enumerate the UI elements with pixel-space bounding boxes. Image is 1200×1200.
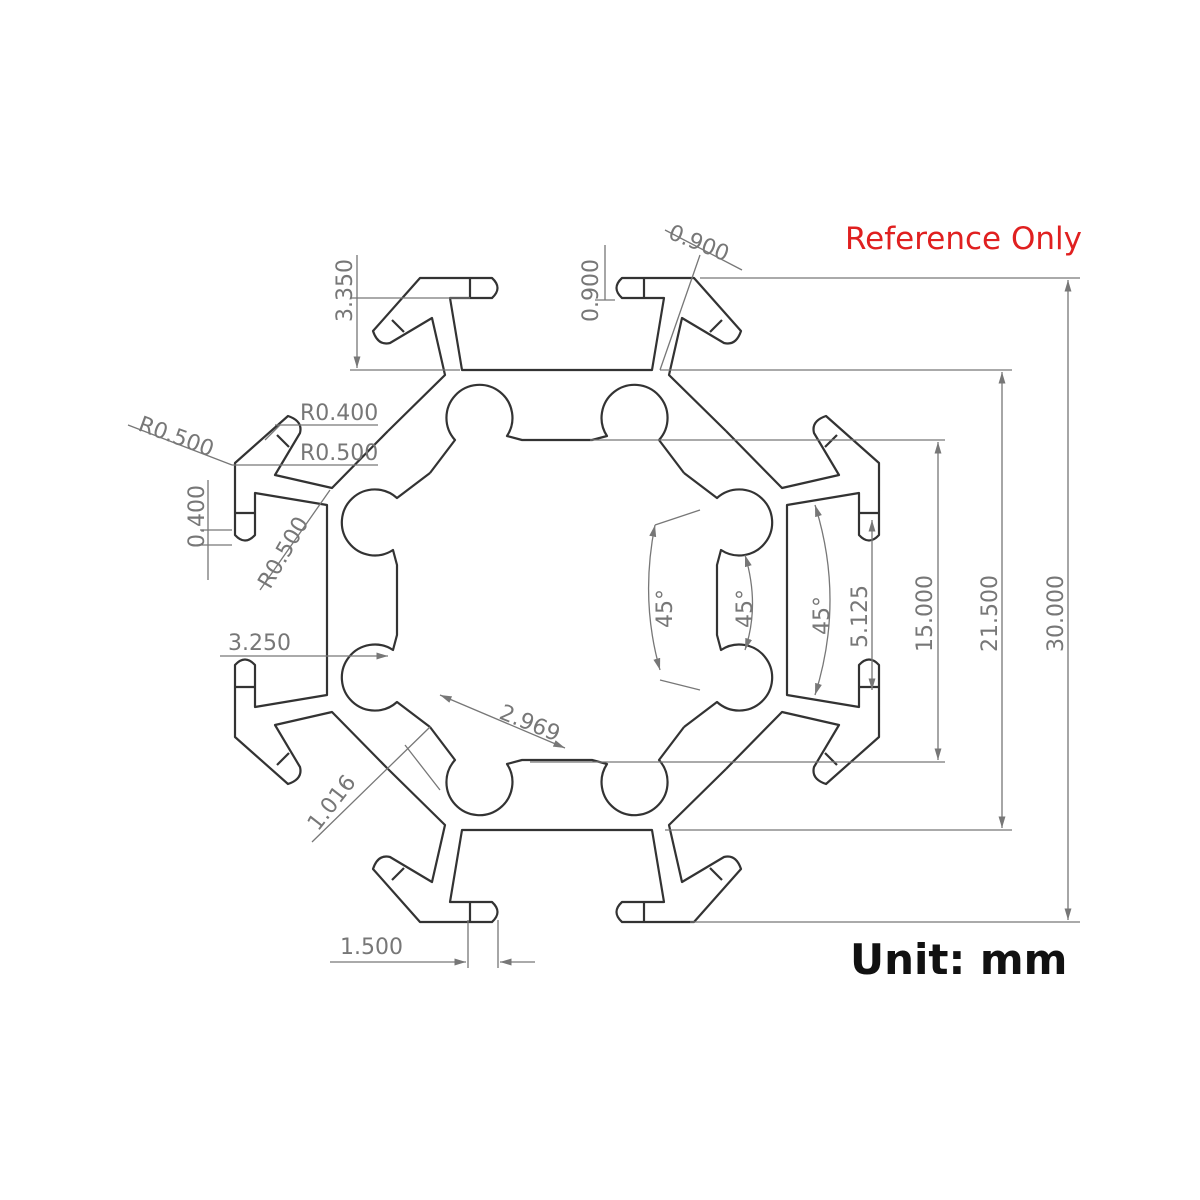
profile-outline [233,276,881,924]
dim-lip-gap: 0.400 [185,485,210,548]
dim-radius-c: R0.500 [135,412,217,462]
dim-lobe-width: 2.969 [496,700,564,747]
dim-angle-outer: 45° [810,596,835,635]
dim-radius-d: R0.500 [254,513,315,593]
reference-only-note: Reference Only [845,221,1082,257]
dim-lip-thickness-v: 0.900 [579,259,604,322]
dimension-lines [127,229,1080,968]
dim-radius-a: R0.400 [300,401,378,426]
dim-overall: 30.000 [1044,575,1069,652]
dim-inner-span: 15.000 [913,575,938,652]
dim-slot-inner-width: 5.125 [848,585,873,648]
dim-angle-inner: 45° [653,589,678,628]
dim-side-offset: 3.250 [228,631,291,656]
dim-top-slot-depth: 3.350 [333,259,358,322]
dim-slot-opening: 1.500 [340,935,403,960]
dim-core-span: 21.500 [978,575,1003,652]
dim-angle-mid: 45° [733,589,758,628]
dim-radius-b: R0.500 [300,441,378,466]
unit-note: Unit: mm [850,935,1067,984]
